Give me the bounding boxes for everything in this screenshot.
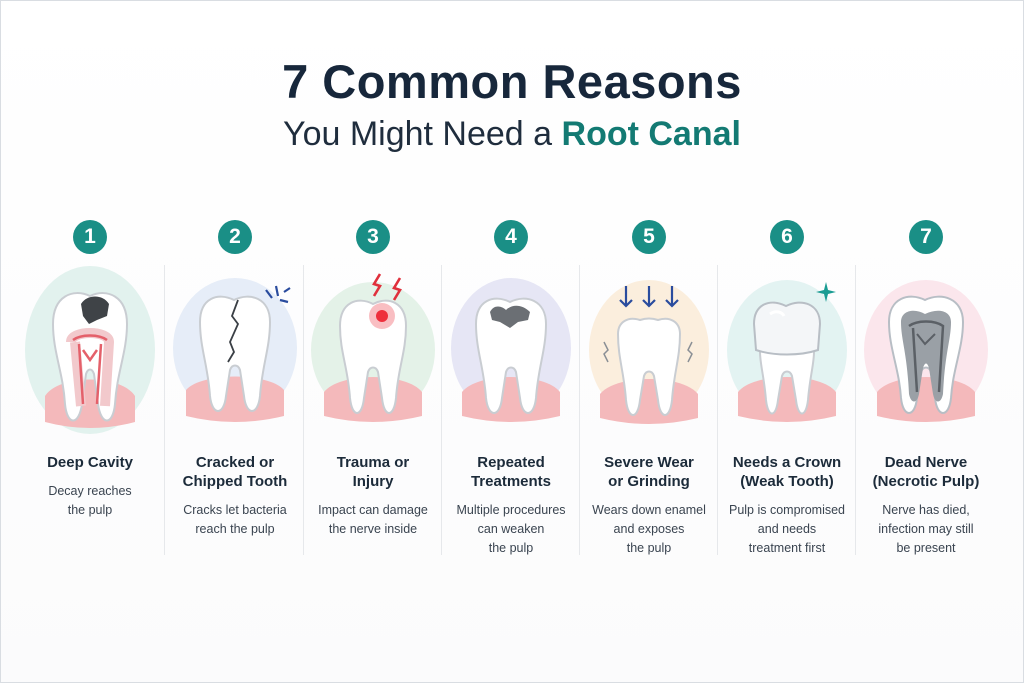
subtitle-highlight: Root Canal <box>561 115 741 153</box>
step-number-badge: 2 <box>218 220 252 254</box>
card-title: Deep Cavity <box>47 454 133 471</box>
decayed-tooth-icon <box>23 264 157 436</box>
step-number-badge: 3 <box>356 220 390 254</box>
step-number-badge: 6 <box>770 220 804 254</box>
column-divider <box>579 265 580 555</box>
column-divider <box>441 265 442 555</box>
worn-tooth-icon <box>582 264 716 436</box>
page-title: 7 Common Reasons <box>282 55 742 108</box>
step-number-badge: 1 <box>73 220 107 254</box>
step-number-badge: 7 <box>909 220 943 254</box>
card-title: Dead Nerve(Necrotic Pulp) <box>872 454 980 490</box>
necrotic-tooth-icon <box>859 264 993 436</box>
column-divider <box>164 265 165 555</box>
page-subtitle: You Might Need a Root Canal <box>0 115 1024 154</box>
step-number-badge: 5 <box>632 220 666 254</box>
subtitle-prefix: You Might Need a <box>283 115 562 153</box>
cracked-tooth-icon <box>168 264 302 436</box>
card-title: Needs a Crown(Weak Tooth) <box>732 454 842 490</box>
reason-card-6: 6 Needs a Crown(Weak Tooth) Pulp is comp… <box>717 220 857 560</box>
reason-card-7: 7 Dead Nerve(Necrotic Pulp) Nerve has di… <box>856 220 996 560</box>
column-divider <box>717 265 718 555</box>
step-number-badge: 4 <box>494 220 528 254</box>
column-divider <box>303 265 304 555</box>
column-divider <box>855 265 856 555</box>
filled-tooth-icon <box>444 264 578 436</box>
crowned-tooth-icon <box>720 264 854 436</box>
injured-tooth-icon <box>306 264 440 436</box>
